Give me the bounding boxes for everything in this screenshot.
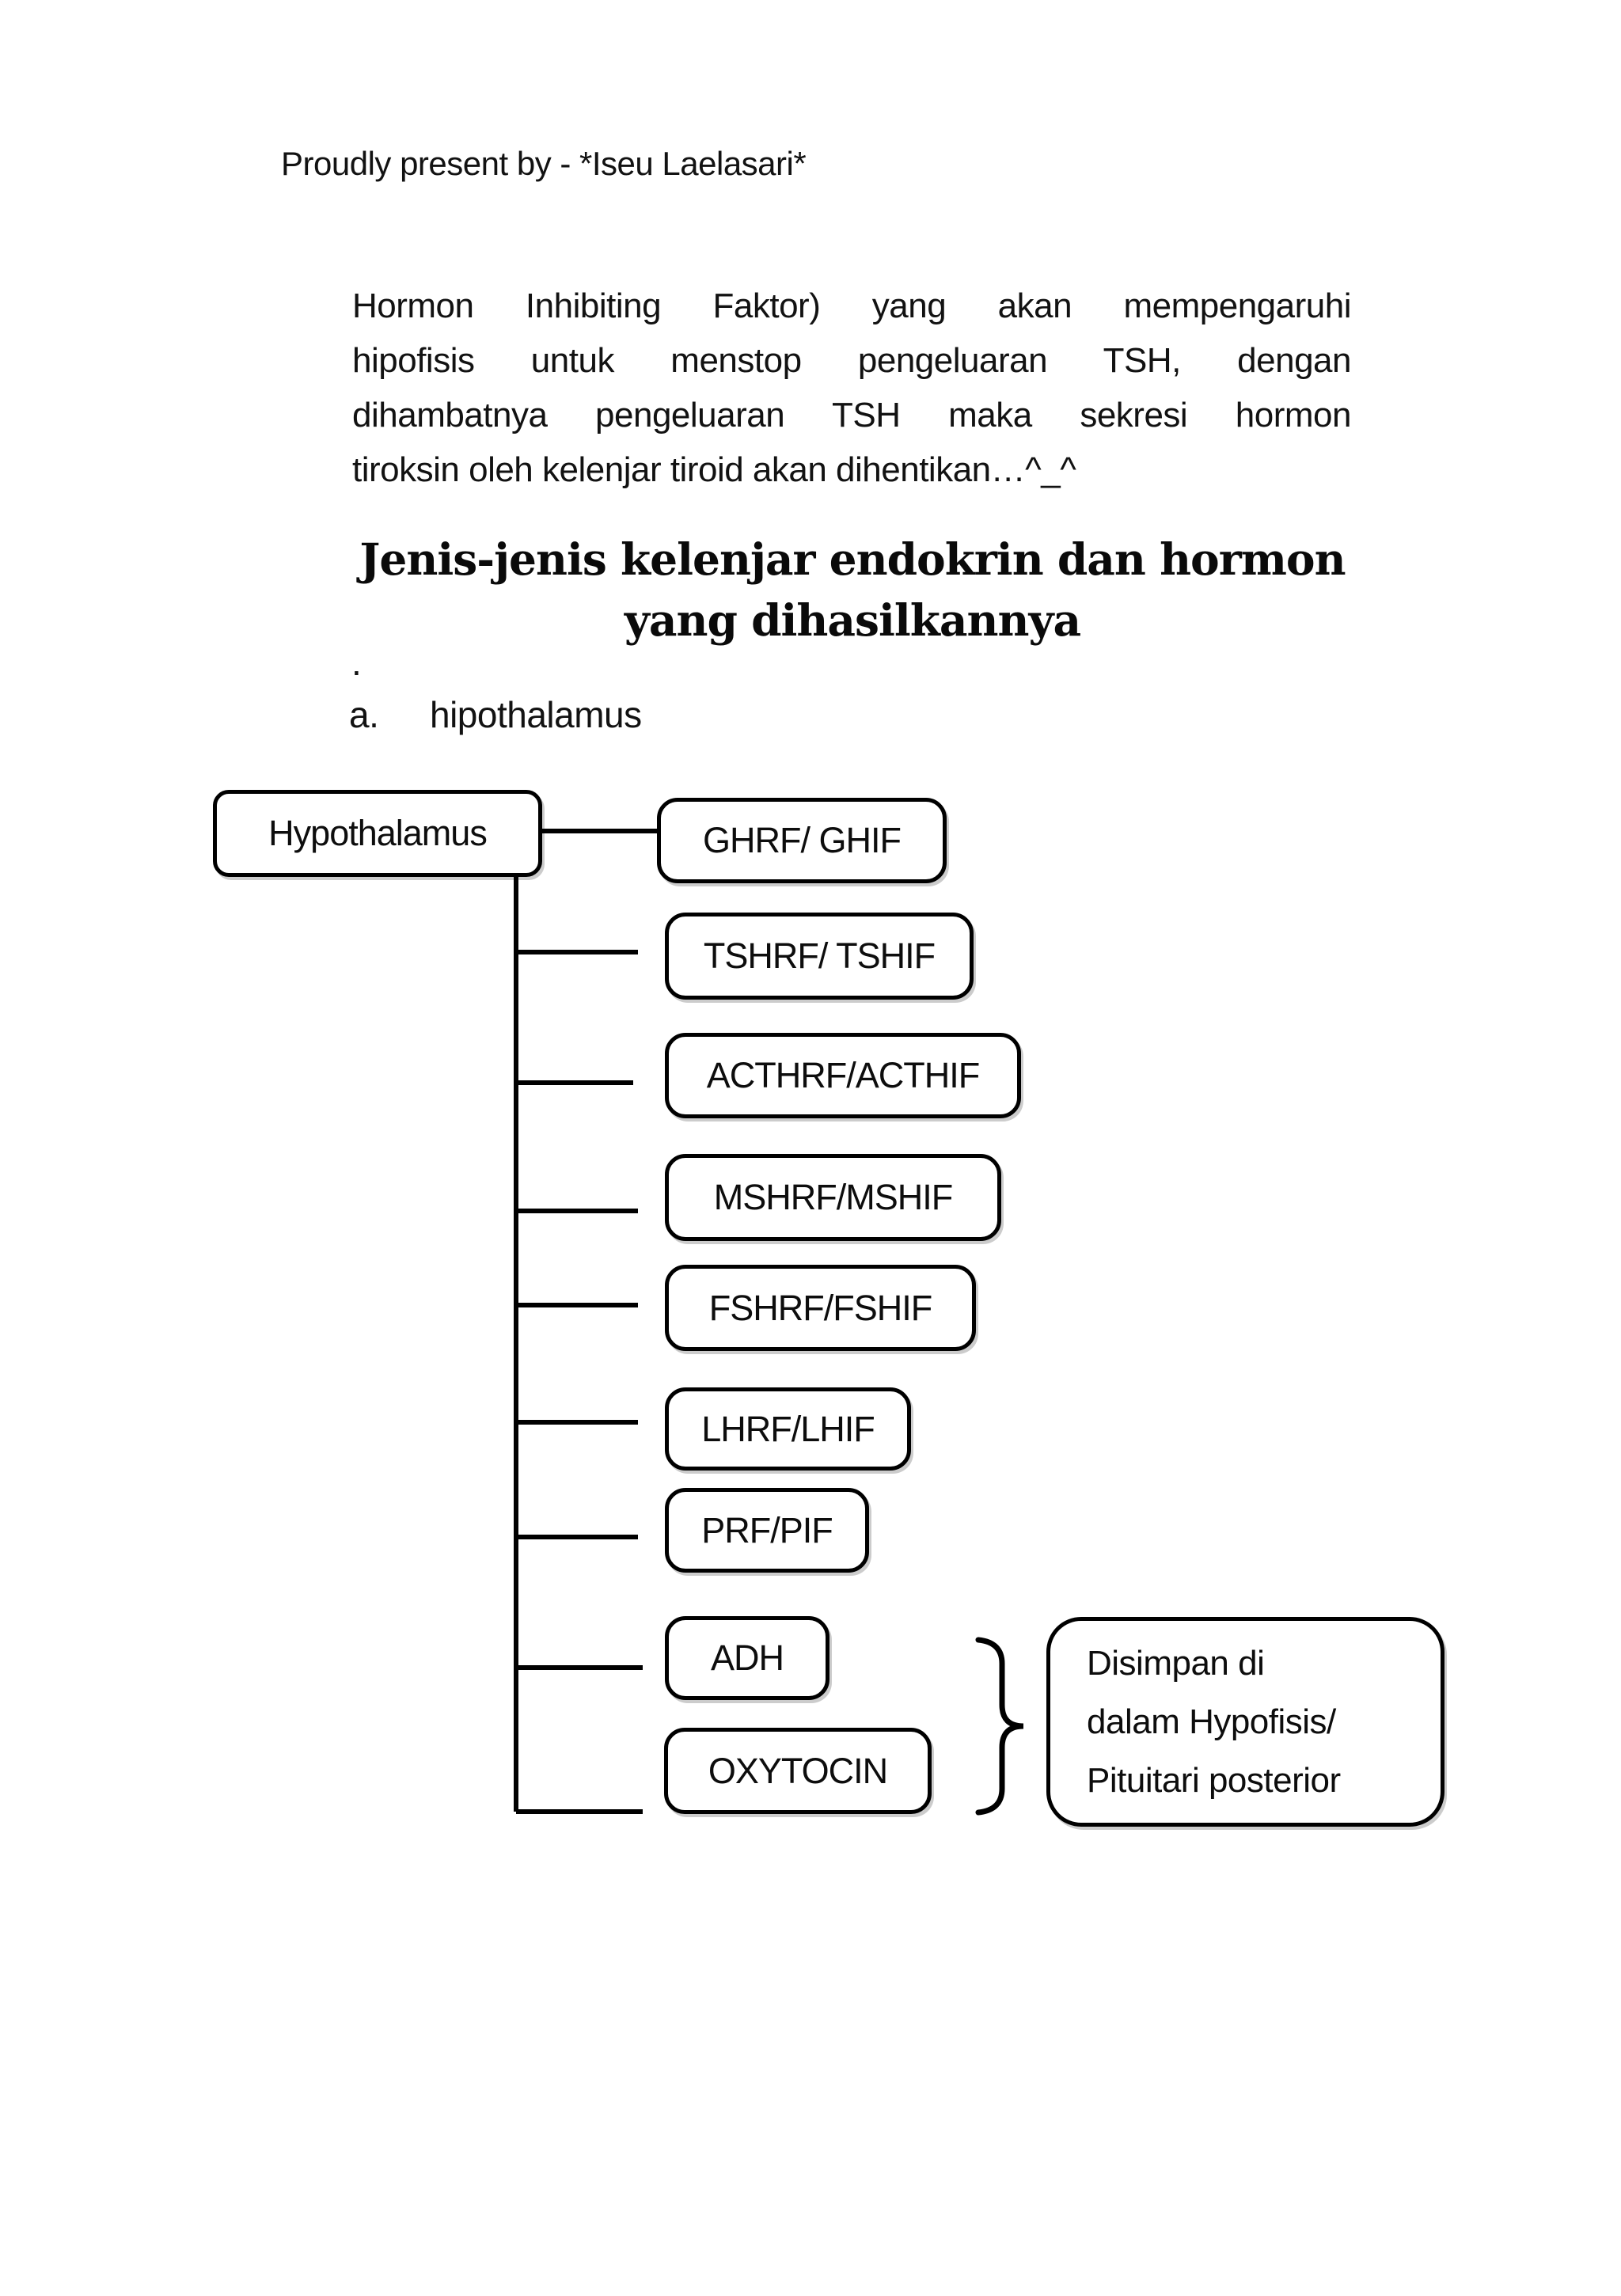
credit-line: Proudly present by - *Iseu Laelasari* <box>281 145 807 182</box>
diagram-node-acthrf: ACTHRF/ACTHIF <box>665 1033 1021 1118</box>
diagram-node-oxytocin: OXYTOCIN <box>664 1728 932 1814</box>
diagram-node-tshrf: TSHRF/ TSHIF <box>665 913 974 1000</box>
paragraph-line: tiroksin oleh kelenjar tiroid akan dihen… <box>352 450 1076 489</box>
paragraph: Hormon Inhibiting Faktor) yang akan memp… <box>352 279 1352 497</box>
list-marker: a. <box>349 694 379 735</box>
diagram-node-lhrf: LHRF/LHIF <box>665 1387 911 1471</box>
list-item-label: hipothalamus <box>430 694 642 735</box>
diagram-node-adh: ADH <box>665 1616 829 1700</box>
paragraph-line: Hormon Inhibiting Faktor) yang akan memp… <box>352 287 1352 325</box>
diagram-node-hypothalamus: Hypothalamus <box>213 790 542 877</box>
list-item-a: a. hipothalamus <box>349 693 642 736</box>
stray-dot: . <box>351 642 362 683</box>
section-heading: Jenis-jenis kelenjar endokrin dan hormon… <box>336 529 1369 651</box>
paragraph-line: hipofisis untuk menstop pengeluaran TSH,… <box>352 341 1352 380</box>
paragraph-line: dihambatnya pengeluaran TSH maka sekresi… <box>352 396 1352 435</box>
note-line: Pituitari posterior <box>1087 1760 1341 1800</box>
diagram-node-ghrf: GHRF/ GHIF <box>657 798 947 883</box>
right-brace-icon <box>975 1637 1024 1816</box>
diagram-node-fshrf: FSHRF/FSHIF <box>665 1265 976 1351</box>
note-line: Disimpan di <box>1087 1643 1265 1683</box>
heading-line-2: yang dihasilkannya <box>624 594 1081 646</box>
diagram-node-prf: PRF/PIF <box>665 1488 869 1573</box>
heading-line-1: Jenis-jenis kelenjar endokrin dan hormon <box>359 533 1346 585</box>
note-box: Disimpan di dalam Hypofisis/ Pituitari p… <box>1046 1617 1444 1827</box>
diagram-node-mshrf: MSHRF/MSHIF <box>665 1154 1001 1241</box>
note-line: dalam Hypofisis/ <box>1087 1702 1336 1741</box>
